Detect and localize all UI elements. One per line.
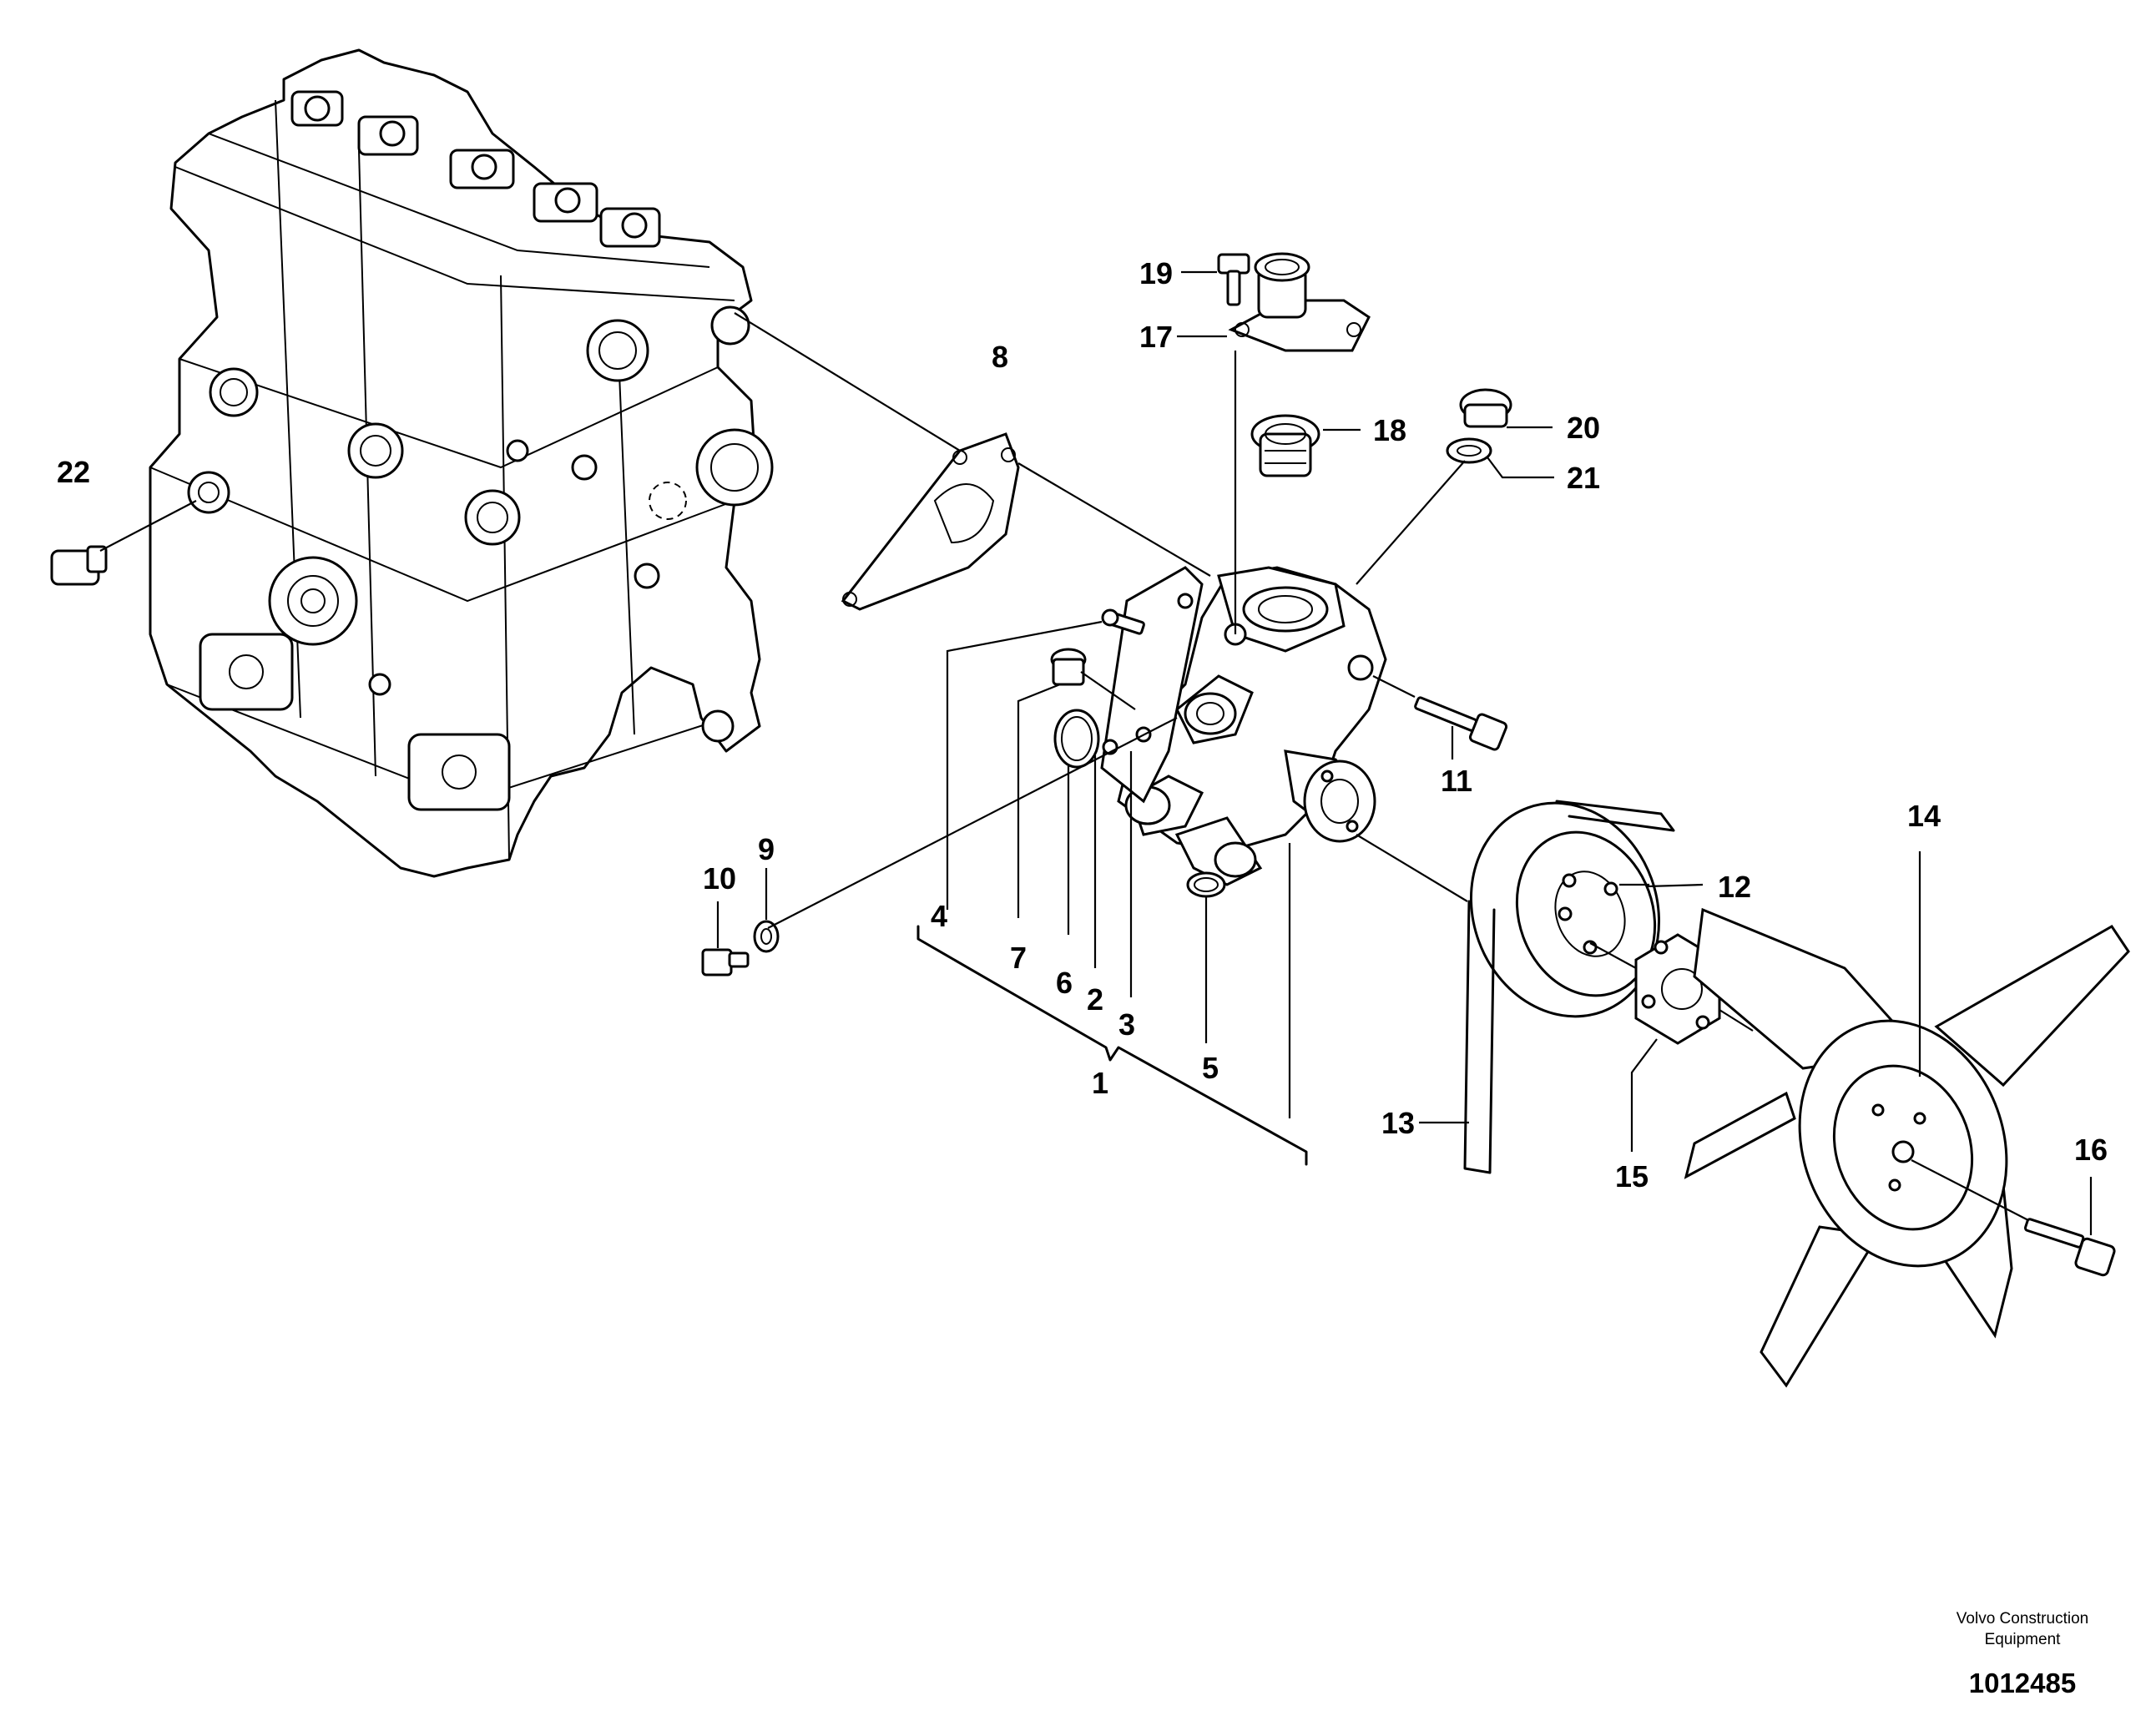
gasket-part-8: [734, 312, 1211, 611]
assembly-bracket-part-1: [916, 925, 1308, 1166]
callout-14: 14: [1907, 799, 1941, 833]
plug-part-20: [1459, 388, 1553, 429]
document-number: 1012485: [1969, 1668, 2076, 1698]
callout-8: 8: [992, 340, 1008, 374]
seal-part-5: [1186, 871, 1226, 1043]
o-ring-part-6: [1053, 709, 1100, 935]
washer-part-9: [753, 717, 1178, 953]
callout-15: 15: [1615, 1159, 1649, 1194]
callout-10: 10: [703, 861, 736, 896]
callout-4: 4: [931, 899, 947, 933]
water-pump-body: [1100, 566, 1387, 886]
callout-21: 21: [1567, 461, 1600, 495]
callout-12: 12: [1718, 870, 1751, 904]
callout-16: 16: [2074, 1133, 2108, 1167]
callout-17: 17: [1139, 320, 1173, 354]
bolt-part-10: [701, 901, 750, 976]
footer: Volvo Construction Equipment 1012485: [1957, 1610, 2088, 1698]
bolt-part-16: [1911, 1159, 2116, 1277]
brand-name-line2: Equipment: [1985, 1631, 2062, 1648]
thermostat-cover-part-17: [1177, 252, 1371, 634]
engine-block: [149, 48, 774, 878]
callout-20: 20: [1567, 411, 1600, 445]
callout-13: 13: [1381, 1106, 1415, 1140]
callout-6: 6: [1056, 966, 1073, 1000]
callout-11: 11: [1441, 764, 1472, 798]
pulley-part-12: [1469, 801, 1704, 1018]
callout-18: 18: [1373, 413, 1406, 447]
callout-5: 5: [1202, 1051, 1219, 1085]
bolt-part-11: [1372, 675, 1508, 760]
callout-3: 3: [1118, 1007, 1135, 1042]
bolt-part-19: [1181, 253, 1250, 306]
brand-name-line1: Volvo Construction: [1957, 1610, 2088, 1628]
screw-part-4: [946, 608, 1145, 910]
callout-22: 22: [57, 455, 90, 489]
washer-part-21: [1356, 437, 1554, 585]
v-belt-part-13: [1356, 800, 1675, 1174]
thermostat-part-18: [1250, 414, 1361, 477]
callout-labels: 1 2 3 4 5 6 7 8 9 10 11 12 13 14 15 16 1…: [57, 256, 2108, 1194]
callout-1: 1: [1092, 1066, 1108, 1100]
callout-19: 19: [1139, 256, 1173, 290]
callout-2: 2: [1087, 982, 1103, 1017]
fan-part-14: [1684, 851, 2130, 1388]
plug-part-22: [50, 500, 197, 586]
callout-7: 7: [1010, 941, 1027, 975]
fitting-part-7: [1017, 648, 1136, 918]
callout-9: 9: [758, 832, 775, 866]
